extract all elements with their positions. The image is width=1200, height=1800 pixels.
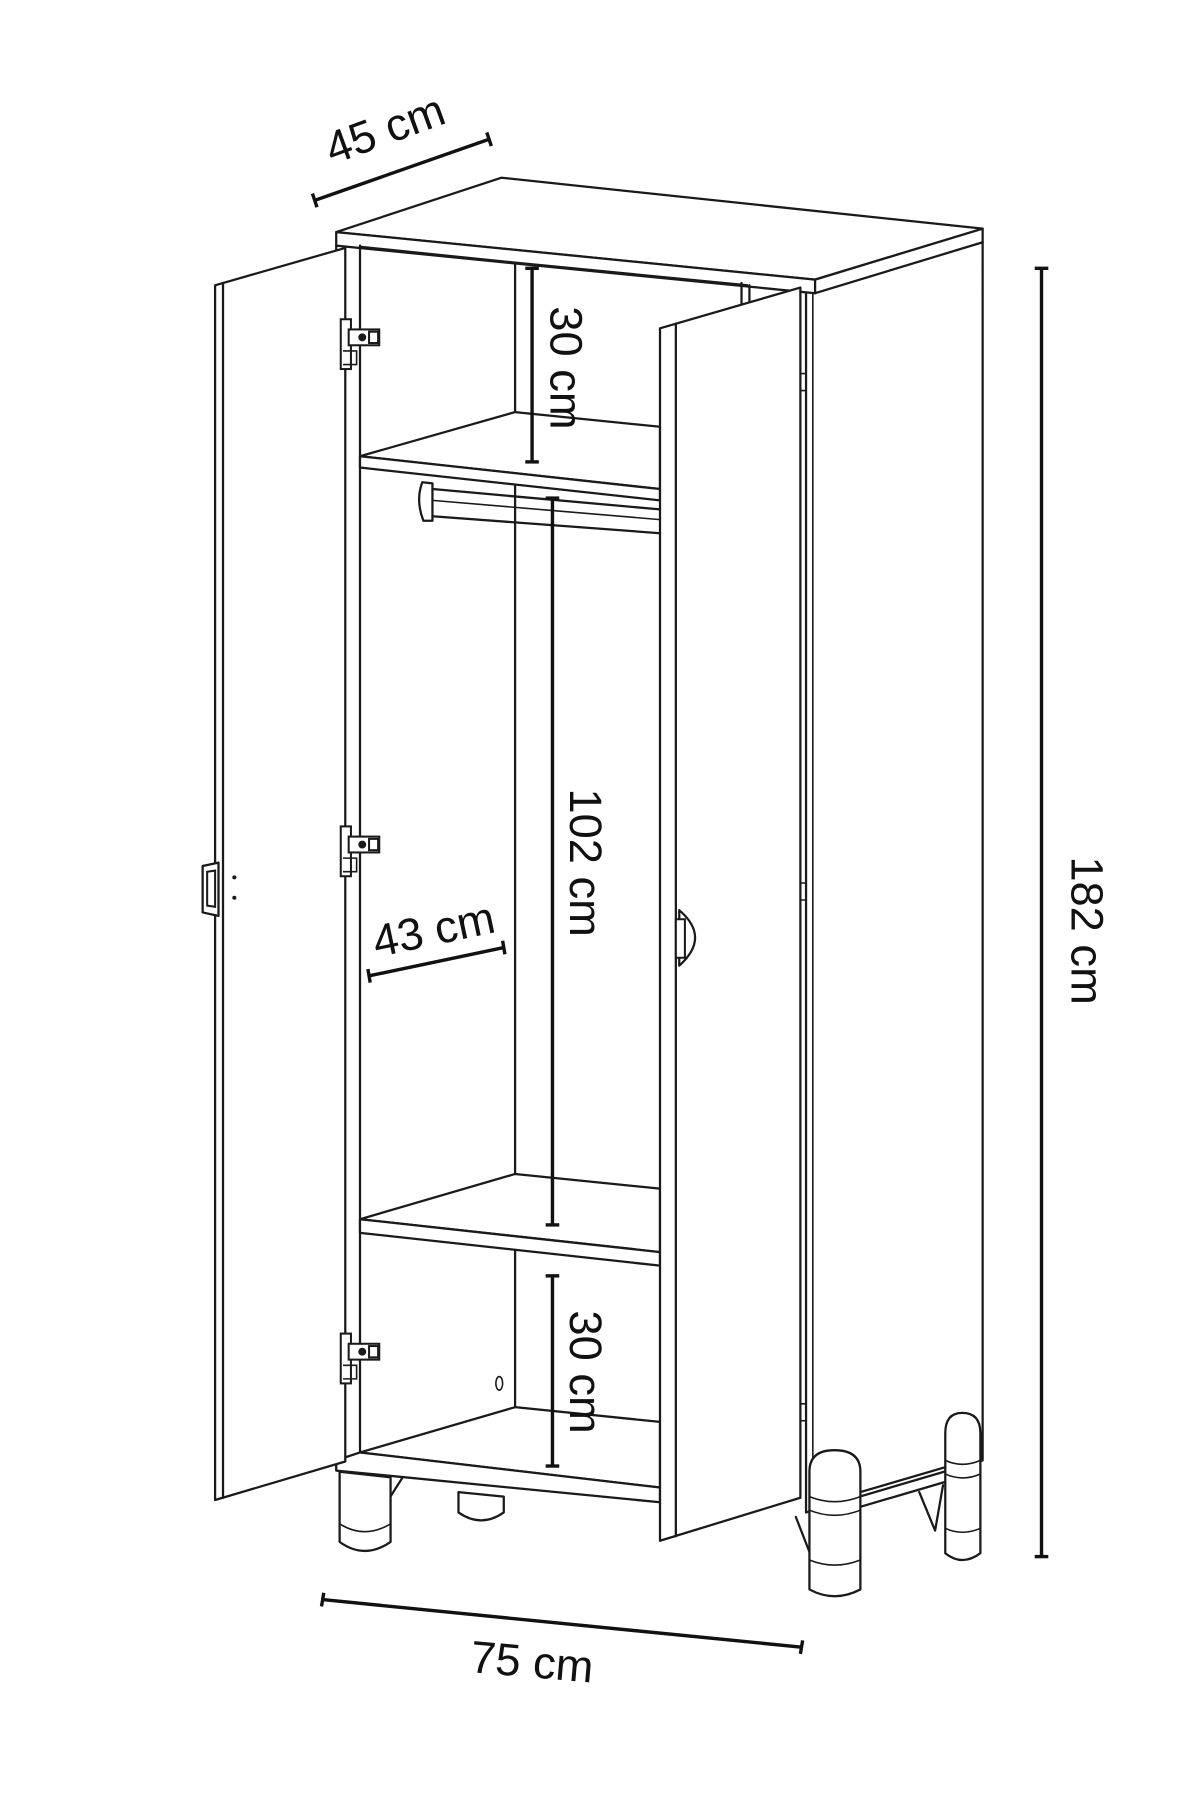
interior-top-edge-back xyxy=(513,261,749,287)
right-plinth-top-edge xyxy=(859,1466,947,1494)
dimension-bottom-compartment-label: 30 cm xyxy=(560,1310,611,1433)
hanging-rail-bracket xyxy=(418,481,434,522)
dimension-inner-depth-label: 43 cm xyxy=(368,892,499,968)
front-left-leg-body xyxy=(338,1470,392,1553)
left-door-screw-top xyxy=(232,875,237,880)
right-door-hinge-mark-top xyxy=(800,372,807,392)
front-right-leg-band-bottom xyxy=(809,1509,861,1517)
dimension-width-line xyxy=(322,1597,802,1649)
hinge-top-clip xyxy=(368,330,380,345)
right-door-panel xyxy=(658,286,802,1542)
right-door-hinge-mark-mid xyxy=(800,882,807,901)
dimension-total-height: 182 cm xyxy=(1034,266,1112,1559)
dimension-inner-depth-line xyxy=(368,945,505,978)
front-left-leg xyxy=(338,1470,392,1553)
hinge-middle-mount xyxy=(343,857,358,873)
dimension-depth: 45 cm xyxy=(310,84,493,208)
hinge-top-mount xyxy=(343,350,358,366)
hinge-top-pin xyxy=(358,333,367,342)
back-right-leg-body xyxy=(944,1411,982,1562)
back-right-leg-band-top xyxy=(944,1459,981,1466)
dimension-inner-depth-tick-end xyxy=(500,940,507,955)
hinge-bottom xyxy=(339,1332,381,1385)
hinge-middle-clip xyxy=(368,837,380,852)
hinge-middle xyxy=(339,825,381,878)
top-slab xyxy=(335,176,984,295)
left-door xyxy=(201,246,347,1502)
dimension-hanging-height-label: 102 cm xyxy=(560,788,611,936)
right-door-handle-grip xyxy=(674,918,686,959)
left-door-handle-grip xyxy=(206,869,217,908)
left-door-screw-bottom xyxy=(232,895,237,900)
right-back-bracket xyxy=(918,1484,945,1532)
front-right-leg-body xyxy=(808,1449,862,1598)
back-right-leg-band-bottom xyxy=(944,1473,981,1479)
hanging-rail-middle xyxy=(432,499,661,521)
dimension-bottom-compartment: 30 cm xyxy=(545,1274,611,1468)
dimension-hanging-height: 102 cm xyxy=(545,496,611,1227)
right-door-hinge-mark-bottom xyxy=(800,1402,807,1422)
front-right-leg xyxy=(794,1449,862,1598)
left-door-handle xyxy=(201,861,220,917)
right-side-panel-face xyxy=(804,241,984,1514)
interior-top-edge-left xyxy=(358,245,517,264)
left-door-panel xyxy=(213,246,347,1502)
front-right-leg-band-low xyxy=(809,1559,861,1566)
dimension-total-height-label: 182 cm xyxy=(1061,856,1112,1004)
back-left-leg xyxy=(457,1490,505,1522)
dimension-width-tick-start xyxy=(319,1592,326,1607)
hinge-bottom-mount xyxy=(343,1364,358,1380)
dimension-top-compartment-label: 30 cm xyxy=(541,306,592,429)
right-door-handle xyxy=(674,909,697,967)
back-right-leg-band-low xyxy=(944,1527,981,1534)
back-left-leg-body xyxy=(457,1490,505,1522)
top-slab-side-face xyxy=(813,227,984,295)
right-door xyxy=(658,286,807,1542)
back-right-leg xyxy=(944,1411,982,1562)
hanging-rail-bottom xyxy=(431,515,662,535)
dimension-inner-depth: 43 cm xyxy=(366,892,507,983)
right-side-panel xyxy=(804,241,984,1514)
dimension-depth-tick-end xyxy=(485,131,493,147)
hinge-bottom-pin xyxy=(358,1347,367,1356)
hinge-top xyxy=(339,318,381,371)
dimension-width: 75 cm xyxy=(319,1592,805,1693)
front-right-leg-band-top xyxy=(809,1495,861,1503)
right-plinth-bottom-edge xyxy=(859,1480,947,1508)
dimension-depth-tick-start xyxy=(310,193,319,208)
front-left-leg-band xyxy=(339,1523,391,1533)
dimension-depth-line xyxy=(314,137,490,202)
dimension-width-tick-end xyxy=(798,1640,805,1655)
right-plinth xyxy=(859,1466,947,1532)
dimension-top-compartment: 30 cm xyxy=(525,266,592,464)
hinge-bottom-clip xyxy=(368,1345,380,1359)
dimension-width-label: 75 cm xyxy=(468,1631,595,1693)
shelf-pin-hole xyxy=(495,1375,504,1391)
hinge-middle-pin xyxy=(358,840,367,849)
dimension-inner-depth-tick-start xyxy=(366,968,372,983)
